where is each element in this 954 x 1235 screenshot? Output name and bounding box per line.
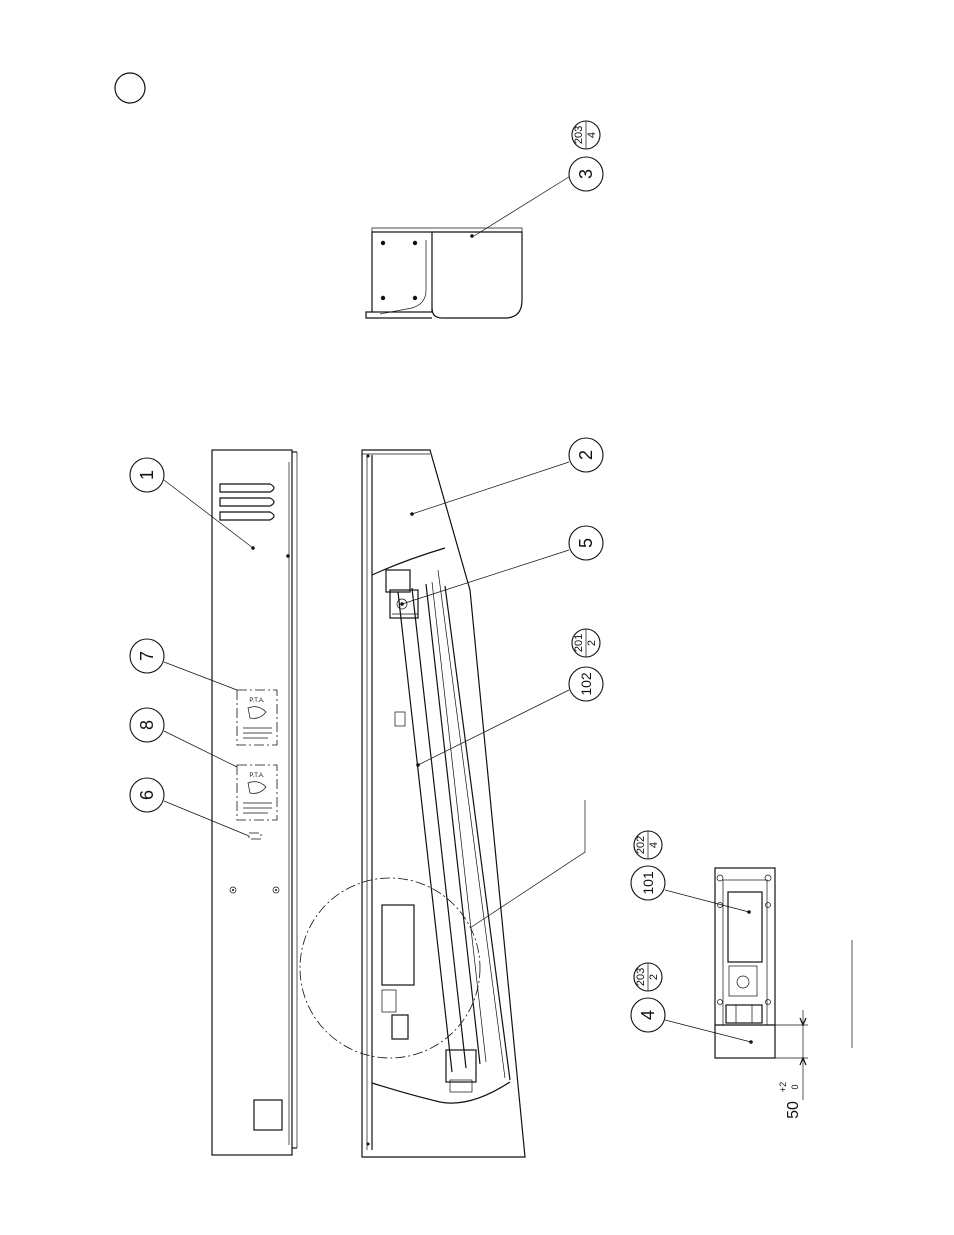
ref-203-2-top: 203 xyxy=(635,968,647,986)
balloon-2-label: 2 xyxy=(576,450,596,460)
dimension-50: 50 +2 0 xyxy=(775,1010,808,1119)
ref-203-4-bottom: 4 xyxy=(586,132,598,138)
ref-203-2-bottom: 2 xyxy=(648,974,660,980)
balloon-101-label: 101 xyxy=(640,871,656,895)
balloon-6-label: 6 xyxy=(137,790,157,800)
ballast-box-view xyxy=(715,868,775,1058)
dimension-tol-upper: +2 xyxy=(778,1082,788,1092)
label-6 xyxy=(249,833,261,839)
balloon-5: 5 xyxy=(569,526,603,560)
front-cover-panel xyxy=(212,450,297,1155)
leader-7 xyxy=(164,662,237,690)
end-view-housing xyxy=(366,228,522,318)
label-plate-8-text: P.T.A. xyxy=(249,773,265,779)
ref-201-2-bottom: 2 xyxy=(586,640,598,646)
leader-6 xyxy=(164,801,249,836)
label-plate-8: P.T.A. xyxy=(237,765,277,820)
balloon-7-label: 7 xyxy=(137,651,157,661)
ref-203-4: 203 4 xyxy=(572,121,600,149)
leader-5 xyxy=(402,550,569,604)
detail-circle xyxy=(300,878,480,1058)
label-plate-7: P.T.A. xyxy=(237,690,277,745)
label-plate-7-text: P.T.A. xyxy=(249,698,265,704)
ref-201-2-top: 201 xyxy=(573,634,585,652)
balloon-102-label: 102 xyxy=(578,672,594,696)
balloon-102: 102 xyxy=(569,667,603,701)
balloon-101: 101 xyxy=(631,866,665,900)
ref-202-4-bottom: 4 xyxy=(648,842,660,848)
balloon-8-label: 8 xyxy=(137,720,157,730)
ref-203-2: 203 2 xyxy=(634,963,662,991)
leader-8 xyxy=(164,731,237,767)
balloon-3: 3 xyxy=(569,157,603,191)
cover-cutout xyxy=(254,1100,282,1130)
balloon-4: 4 xyxy=(631,998,665,1032)
sheet-corner-marker xyxy=(115,73,145,103)
balloon-1-label: 1 xyxy=(137,470,157,480)
balloon-6: 6 xyxy=(130,778,164,812)
balloon-3-label: 3 xyxy=(576,169,596,179)
balloon-7: 7 xyxy=(130,639,164,673)
leader-101 xyxy=(665,890,749,912)
ref-202-4: 202 4 xyxy=(634,831,662,859)
tube-assembly xyxy=(386,570,510,1092)
ref-202-4-top: 202 xyxy=(635,836,647,854)
dimension-value: 50 xyxy=(785,1101,802,1119)
ref-203-4-top: 203 xyxy=(573,126,585,144)
dimension-tol-lower: 0 xyxy=(790,1084,800,1089)
leader-3 xyxy=(474,175,572,236)
side-housing xyxy=(362,450,525,1157)
vent-slots xyxy=(220,484,274,520)
balloon-5-label: 5 xyxy=(576,538,596,548)
balloon-8: 8 xyxy=(130,708,164,742)
balloon-1: 1 xyxy=(130,458,164,492)
leader-102 xyxy=(418,690,569,765)
ref-201-2: 201 2 xyxy=(572,629,600,657)
leader-1 xyxy=(164,480,253,548)
balloon-4-label: 4 xyxy=(638,1010,658,1020)
balloon-2: 2 xyxy=(569,438,603,472)
